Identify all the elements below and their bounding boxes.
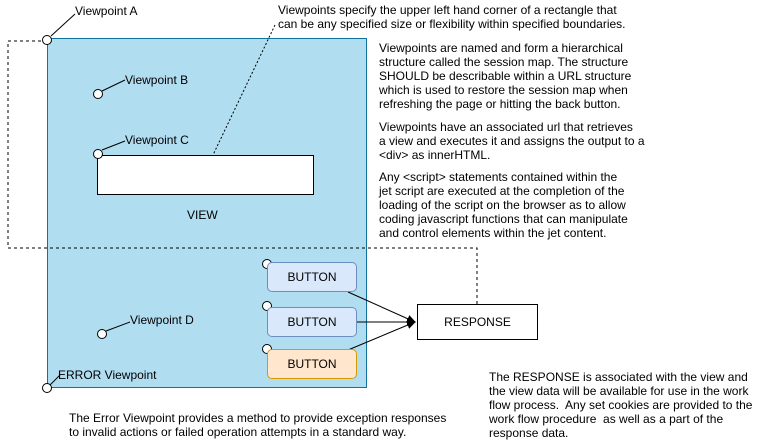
viewpoint-c-pointer <box>101 140 126 151</box>
viewpoint-d-marker[interactable] <box>97 329 107 339</box>
button-3-to-response-arrow <box>347 321 416 351</box>
viewpoint-a-label: Viewpoint A <box>75 4 138 18</box>
response-to-viewpoint-a-dashed-line <box>7 40 478 304</box>
viewpoint-b-label: Viewpoint B <box>125 73 189 87</box>
error-viewpoint-pointer <box>49 374 61 386</box>
session-map-note: Viewpoints are named and form a hierarch… <box>379 41 632 111</box>
view-label: VIEW <box>187 208 218 222</box>
viewpoint-d-pointer <box>105 321 131 332</box>
button-1[interactable]: BUTTON <box>267 262 357 292</box>
button-1-to-response-arrow <box>347 291 416 323</box>
viewpoint-c-marker[interactable] <box>93 149 103 159</box>
viewpoint-corner-note: Viewpoints specify the upper left hand c… <box>278 3 626 31</box>
error-viewpoint-marker[interactable] <box>42 383 52 393</box>
viewpoint-d-label: Viewpoint D <box>130 313 194 327</box>
viewpoint-a-marker[interactable] <box>42 35 52 45</box>
viewpoint-c-label: Viewpoint C <box>125 133 189 147</box>
response-box: RESPONSE <box>417 304 538 340</box>
url-note: Viewpoints have an associated url that r… <box>379 120 645 162</box>
error-viewpoint-note: The Error Viewpoint provides a method to… <box>69 411 447 439</box>
script-note: Any <script> statements contained within… <box>379 170 628 240</box>
viewpoint-b-pointer <box>101 79 126 92</box>
corner-note-pointer-line <box>212 24 276 156</box>
response-note: The RESPONSE is associated with the view… <box>489 370 753 440</box>
button-2[interactable]: BUTTON <box>267 307 357 337</box>
viewpoint-a-pointer <box>50 13 76 37</box>
viewpoint-b-marker[interactable] <box>93 89 103 99</box>
button-3[interactable]: BUTTON <box>267 349 357 379</box>
error-viewpoint-label: ERROR Viewpoint <box>58 368 157 382</box>
viewpoint-c-content-box <box>97 155 314 195</box>
